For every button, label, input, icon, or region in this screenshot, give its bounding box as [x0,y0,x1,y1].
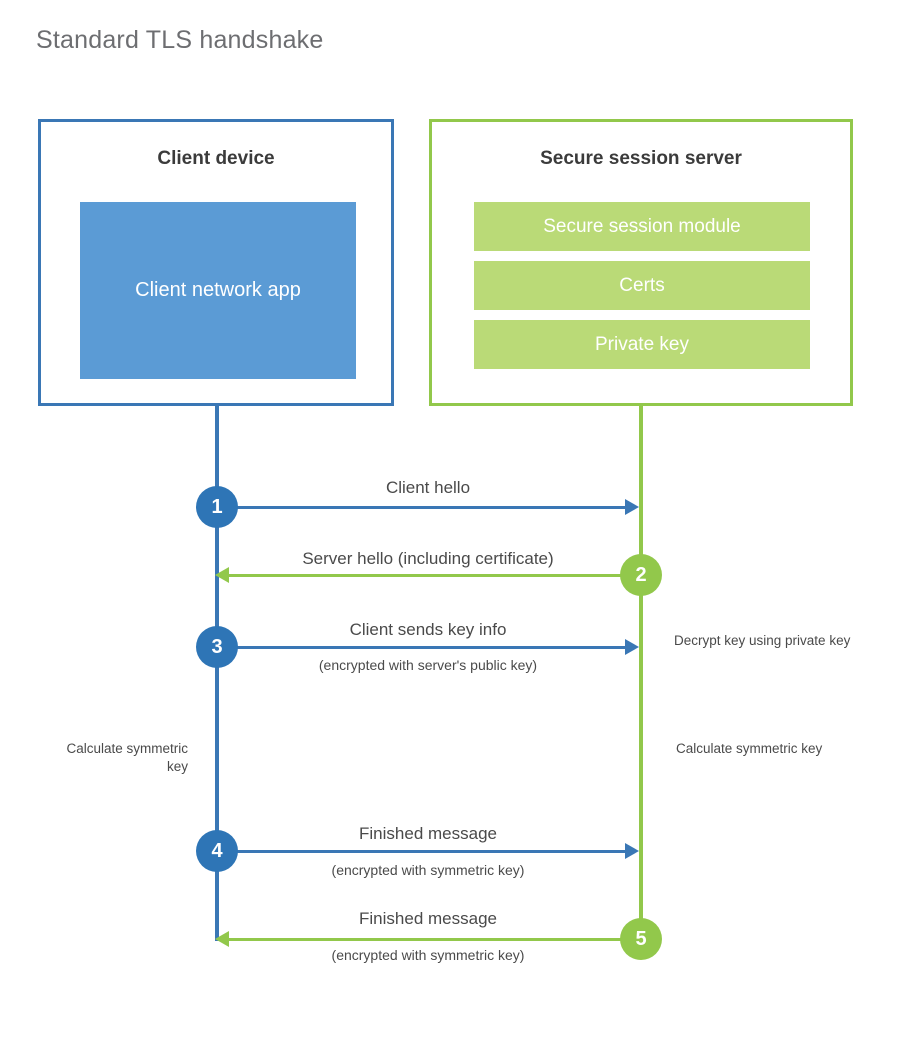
note-server-decrypt: Decrypt key using private key [674,633,851,648]
step-3-arrow-head-icon [625,639,639,655]
client-lifeline [215,406,219,941]
step-3-sublabel: (encrypted with server's public key) [318,657,538,673]
step-2-label: Server hello (including certificate) [302,549,554,568]
client-device-box: Client device Client network app [38,119,394,406]
step-3-label: Client sends key info [349,620,507,639]
server-module-secure-session-module: Secure session module [474,202,810,251]
step-5-sublabel: (encrypted with symmetric key) [331,947,525,963]
step-1-arrow-head-icon [625,499,639,515]
client-network-app-block: Client network app [80,202,356,379]
step-4-arrow-head-icon [625,843,639,859]
secure-session-server-box: Secure session server Secure session mod… [429,119,853,406]
step-badge-4[interactable]: 4 [196,830,238,872]
server-lifeline [639,406,643,941]
step-2-arrow-head-icon [215,567,229,583]
server-module-certs: Certs [474,261,810,310]
page-title: Standard TLS handshake [36,26,324,54]
step-5-arrow-line [228,938,639,941]
step-badge-5[interactable]: 5 [620,918,662,960]
server-module-private-key: Private key [474,320,810,369]
secure-session-server-title: Secure session server [540,148,742,169]
step-2-arrow-line [228,574,639,577]
step-4-arrow-line [217,850,627,853]
step-3-arrow-line [217,646,627,649]
step-badge-2[interactable]: 2 [620,554,662,596]
step-1-arrow-line [217,506,627,509]
note-client-calculate-symmetric-key: Calculate symmetric key [66,741,188,775]
step-5-label: Finished message [359,909,497,928]
step-4-sublabel: (encrypted with symmetric key) [331,862,525,878]
server-module-list: Secure session module Certs Private key [474,202,810,369]
step-5-arrow-head-icon [215,931,229,947]
note-server-calculate-symmetric-key: Calculate symmetric key [676,741,823,756]
step-badge-1[interactable]: 1 [196,486,238,528]
client-device-title: Client device [157,148,275,169]
step-4-label: Finished message [359,824,497,843]
step-badge-3[interactable]: 3 [196,626,238,668]
step-1-label: Client hello [385,478,471,497]
